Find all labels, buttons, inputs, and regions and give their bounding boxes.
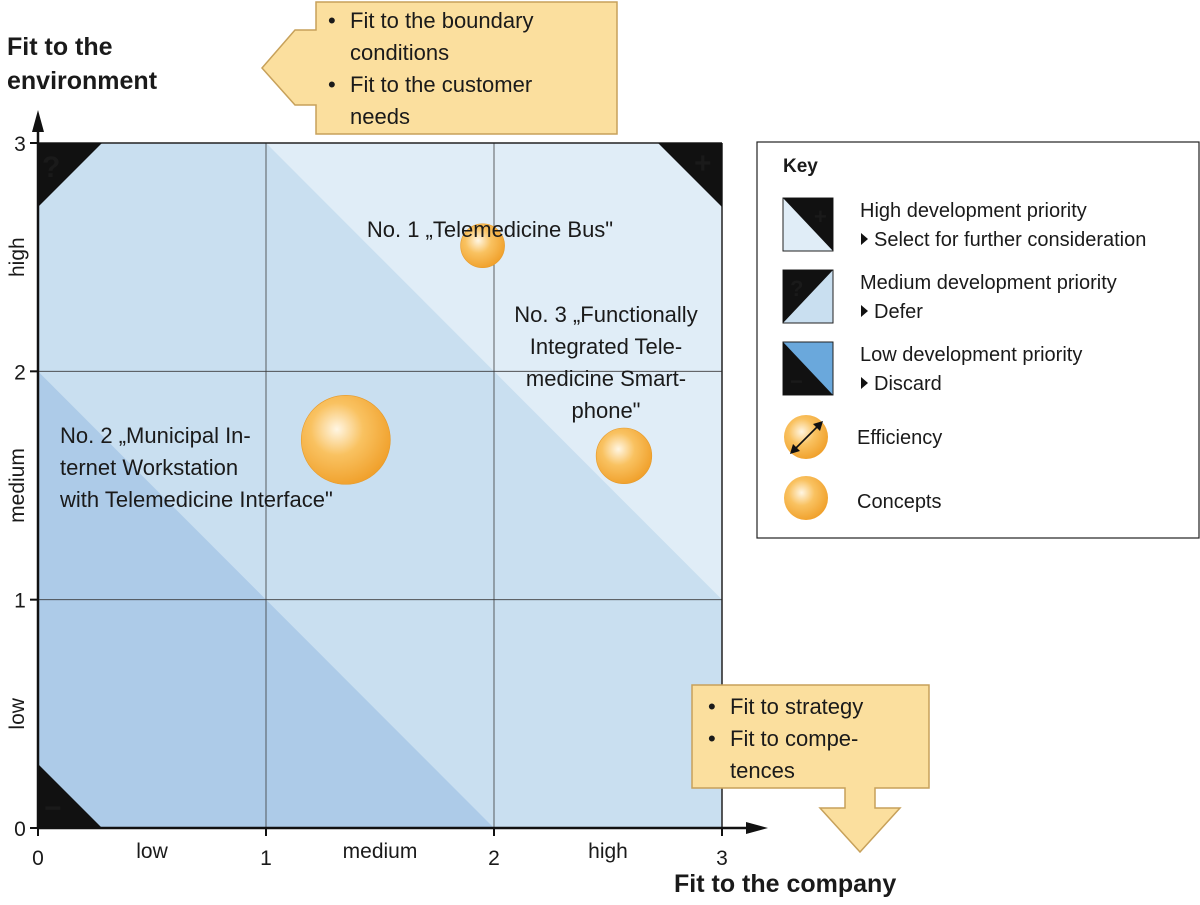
x-band-label: medium [343,840,418,863]
x-axis-arrow [746,822,768,834]
y-axis-arrow [32,110,44,132]
y-band-label: high [6,237,29,277]
company-callout-text: Fit to compe- [730,726,858,751]
corner-medium-triangle [38,143,102,207]
legend-pointer-icon [861,377,868,389]
environment-callout: • Fit to the boundary conditions • Fit to th… [261,1,618,135]
x-tick-label: 3 [716,847,728,870]
axes: 0 1 2 3 0 1 2 3 low medium high low medium high [6,110,768,870]
y-tick-label: 0 [14,818,26,841]
legend-concept-bubble [784,476,828,520]
x-tick-label: 1 [260,847,272,870]
legend-swatch-triangle [783,342,833,395]
environment-callout-bullet: • [328,8,336,33]
legend-pointer-icon [861,233,868,245]
y-tick-label: 3 [14,133,26,156]
corner-low-symbol: − [44,792,62,825]
corner-markers: ? + − [38,143,722,828]
y-tick-label: 2 [14,361,26,384]
corner-low-triangle [38,764,102,828]
y-axis-title-line2: environment [7,67,158,95]
company-callout-bullet: • [708,694,716,719]
legend-title: Key [783,156,818,177]
y-tick-label: 1 [14,590,26,613]
y-axis-title-line1: Fit to the [7,33,113,61]
x-band-label: high [588,840,628,863]
concept-bubble-2 [300,394,391,485]
legend-entry-action: Defer [874,301,923,323]
x-tick-label: 2 [488,847,500,870]
priority-zones [38,143,722,828]
concept-label-3: No. 3 „Functionally [514,302,697,327]
legend-entry-label: Medium development priority [860,272,1117,294]
legend-efficiency-arrowhead [813,421,823,431]
legend-entry-action: Discard [874,373,942,395]
company-callout-shape [691,684,930,854]
legend-efficiency-arrowhead [790,444,800,454]
concept-label-2: ternet Workstation [60,455,238,480]
environment-callout-text: conditions [350,40,449,65]
concept-label-2: No. 2 „Municipal In- [60,423,251,448]
concept-label-3: Integrated Tele- [530,334,682,359]
x-axis-title: Fit to the company [674,870,896,898]
concept-label-3: phone" [572,398,641,423]
environment-callout-bullet: • [328,72,336,97]
corner-high-triangle [658,143,722,207]
legend-swatch-symbol: + [814,204,827,229]
concept-label-2: with Telemedicine Interface" [59,487,333,512]
company-callout-text: Fit to strategy [730,694,863,719]
legend-swatch-triangle [783,270,833,323]
corner-medium-symbol: ? [42,151,60,184]
x-band-label: low [136,840,168,863]
environment-callout-shape [261,1,618,135]
legend-swatch-symbol: − [790,369,803,394]
legend-entry-label: High development priority [860,200,1087,222]
concept-bubble-3 [595,427,653,484]
concept-bubble-1 [460,223,505,269]
legend-entry-label: Efficiency [857,427,942,449]
environment-callout-text: Fit to the boundary [350,8,533,33]
concept-label-3: medicine Smart- [526,366,686,391]
concept-label-1: No. 1 „Telemedicine Bus" [367,217,613,242]
concept-bubbles: No. 1 „Telemedicine Bus" No. 2 „Municipal… [59,217,698,512]
legend-swatch-triangle [783,198,833,251]
corner-high-symbol: + [694,147,712,180]
environment-callout-text: Fit to the customer [350,72,532,97]
legend-entry-action: Select for further consideration [874,229,1146,251]
company-callout: • Fit to strategy • Fit to compe-tences [691,684,930,854]
legend-swatch-symbol: ? [790,276,803,301]
y-band-label: medium [6,448,29,523]
environment-callout-text: needs [350,104,410,129]
y-band-label: low [6,697,29,729]
legend-entry-label: Low development priority [860,344,1082,366]
company-callout-text: tences [730,758,795,783]
legend-efficiency-arrow-line [792,423,821,452]
legend-entry-label: Concepts [857,491,942,513]
company-callout-bullet: • [708,726,716,751]
legend-pointer-icon [861,305,868,317]
x-tick-label: 0 [32,847,44,870]
